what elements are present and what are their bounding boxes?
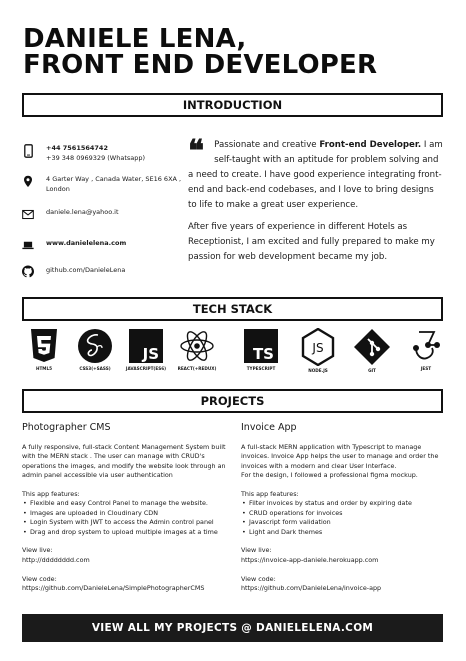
stack-item-typescript: TS TYPESCRIPT xyxy=(235,328,287,371)
stack-item-html5: HTML5 xyxy=(18,328,70,371)
address-line-2: London xyxy=(46,184,70,193)
stack-item-git: GIT xyxy=(346,328,398,373)
page-title: DANIELE LENA, FRONT END DEVELOPER xyxy=(23,26,453,78)
list-item: Drag and drop system to upload multiple … xyxy=(30,528,227,537)
project-description: A full-stack MERN application with Types… xyxy=(241,443,439,470)
location-pin-icon xyxy=(22,175,34,187)
stack-item-nodejs: JS NODE.JS xyxy=(292,328,344,373)
website-link[interactable]: www.danielelena.com xyxy=(46,239,127,247)
project-photographer-cms: Photographer CMS A fully responsive, ful… xyxy=(22,422,227,593)
github-link[interactable]: github.com/DanieleLena xyxy=(46,266,126,274)
git-icon xyxy=(354,329,390,365)
project-description: A fully responsive, full-stack Content M… xyxy=(22,443,226,480)
project-invoice-app: Invoice App A full-stack MERN applicatio… xyxy=(241,422,446,593)
section-intro-heading: INTRODUCTION xyxy=(22,93,443,117)
intro-paragraph-1: ❝Passionate and creative Front-end Devel… xyxy=(188,134,443,211)
project-title: Invoice App xyxy=(241,422,297,433)
list-item: Images are uploaded in Cloudinary CDN xyxy=(30,509,227,518)
features-list: Filter invoices by status and order by e… xyxy=(241,499,446,537)
list-item: Flexible and easy Control Panel to manag… xyxy=(30,499,227,508)
code-link[interactable]: https://github.com/DanieleLena/SimplePho… xyxy=(22,584,205,593)
role-heading: FRONT END DEVELOPER xyxy=(23,50,378,80)
contact-website[interactable]: www.danielelena.com xyxy=(22,239,126,251)
code-label: View code: xyxy=(241,574,276,583)
phone-it: +39 348 0969329 (Whatsapp) xyxy=(46,153,146,162)
list-item: Javascript form validation xyxy=(249,518,446,527)
svg-text:JS: JS xyxy=(311,341,323,355)
jest-icon xyxy=(413,331,440,360)
live-link[interactable]: http://dddddddd.com xyxy=(22,555,90,564)
phone-icon xyxy=(22,144,34,158)
live-link[interactable]: https://invoice-app-daniele.herokuapp.co… xyxy=(241,555,379,564)
code-label: View code: xyxy=(22,574,57,583)
address-line-1: 4 Garter Way , Canada Water, SE16 6XA , xyxy=(46,175,182,183)
svg-text:JS: JS xyxy=(142,345,159,363)
intro-text: ❝Passionate and creative Front-end Devel… xyxy=(188,134,444,265)
project-title: Photographer CMS xyxy=(22,422,111,433)
nodejs-icon: JS xyxy=(301,328,335,366)
stack-item-jest: JEST xyxy=(400,328,452,371)
view-all-projects-button[interactable]: VIEW ALL MY PROJECTS @ DANIELELENA.COM xyxy=(22,614,443,642)
sass-icon xyxy=(78,329,112,363)
stack-item-react: REACT(+REDUX) xyxy=(171,328,223,371)
github-icon xyxy=(22,265,34,277)
live-label: View live: xyxy=(241,546,272,555)
laptop-icon xyxy=(22,239,34,251)
name-heading: DANIELE LENA, xyxy=(23,24,247,54)
list-item: Filter invoices by status and order by e… xyxy=(249,499,446,508)
contact-email[interactable]: daniele.lena@yahoo.it xyxy=(22,208,119,220)
phone-uk: +44 7561564742 xyxy=(46,144,108,152)
react-icon xyxy=(180,331,214,361)
section-stack-heading: TECH STACK xyxy=(22,297,443,321)
javascript-icon: JS xyxy=(129,329,163,363)
contact-phone: +44 7561564742 +39 348 0969329 (Whatsapp… xyxy=(22,144,145,163)
email-link[interactable]: daniele.lena@yahoo.it xyxy=(46,208,119,216)
svg-text:TS: TS xyxy=(253,345,274,363)
live-label: View live: xyxy=(22,546,53,555)
features-title: This app features: xyxy=(241,490,299,499)
intro-paragraph-2: After five years of experience in differ… xyxy=(188,222,435,262)
list-item: Light and Dark themes xyxy=(249,528,446,537)
features-title: This app features: xyxy=(22,490,80,499)
code-link[interactable]: https://github.com/DanieleLena/invoice-a… xyxy=(241,584,382,593)
contact-github[interactable]: github.com/DanieleLena xyxy=(22,265,125,277)
section-projects-heading: PROJECTS xyxy=(22,389,443,413)
quote-icon: ❝ xyxy=(188,134,205,169)
html5-icon xyxy=(31,329,57,362)
stack-item-sass: CSS3(+SASS) xyxy=(69,328,121,371)
typescript-icon: TS xyxy=(244,329,278,363)
contact-address: 4 Garter Way , Canada Water, SE16 6XA , … xyxy=(22,175,181,194)
list-item: CRUD operations for invoices xyxy=(249,509,446,518)
tech-stack-row: HTML5 CSS3(+SASS) JS JAVASCRIPT(ES6) REA… xyxy=(22,328,443,380)
features-list: Flexible and easy Control Panel to manag… xyxy=(22,499,227,537)
mail-icon xyxy=(22,208,34,220)
project-description-design: For the design, I followed a professiona… xyxy=(241,471,418,480)
stack-item-javascript: JS JAVASCRIPT(ES6) xyxy=(120,328,172,371)
list-item: Login System with JWT to access the Admi… xyxy=(30,518,227,527)
